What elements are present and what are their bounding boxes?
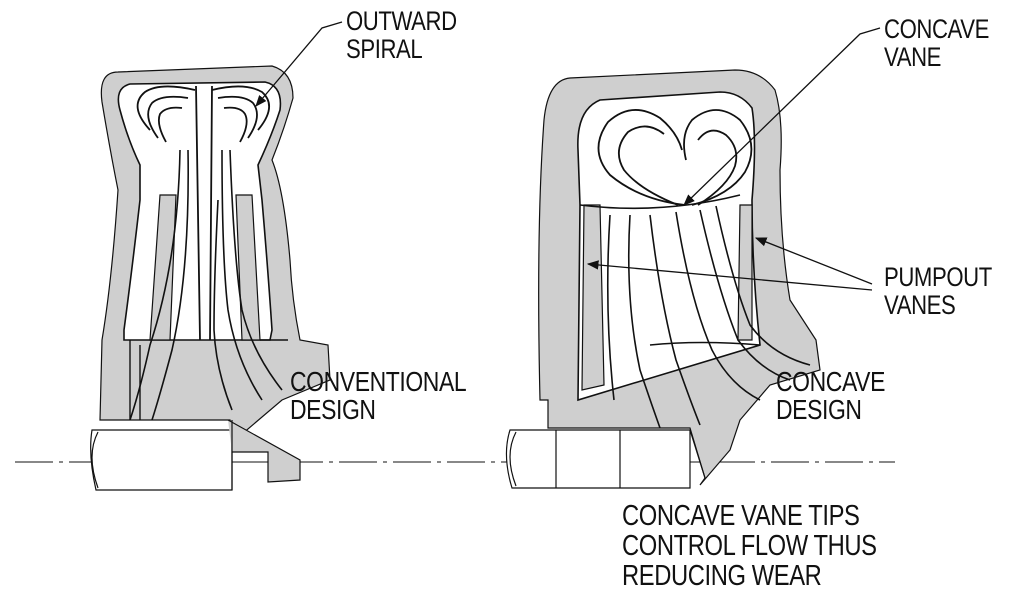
outward-spiral-leader <box>255 21 343 107</box>
conventional-impeller <box>90 65 331 491</box>
outward-spiral-label: OUTWARD SPIRAL <box>346 6 457 64</box>
pumpout-vane-leader-left <box>586 260 873 291</box>
concave-vane-label: CONCAVE VANE <box>884 14 989 72</box>
pumpout-vanes-label: PUMPOUT VANES <box>884 262 992 320</box>
caption: CONCAVE VANE TIPS CONTROL FLOW THUS REDU… <box>622 500 877 592</box>
concave-passage <box>577 91 761 402</box>
pumpout-vane-leader-right <box>754 237 873 285</box>
concave-design-label: CONCAVE DESIGN <box>776 366 885 425</box>
concave-vane-leader <box>683 27 881 206</box>
concave-impeller <box>505 69 821 489</box>
leader-lines <box>255 21 881 291</box>
conventional-design-label: CONVENTIONAL DESIGN <box>290 366 467 425</box>
